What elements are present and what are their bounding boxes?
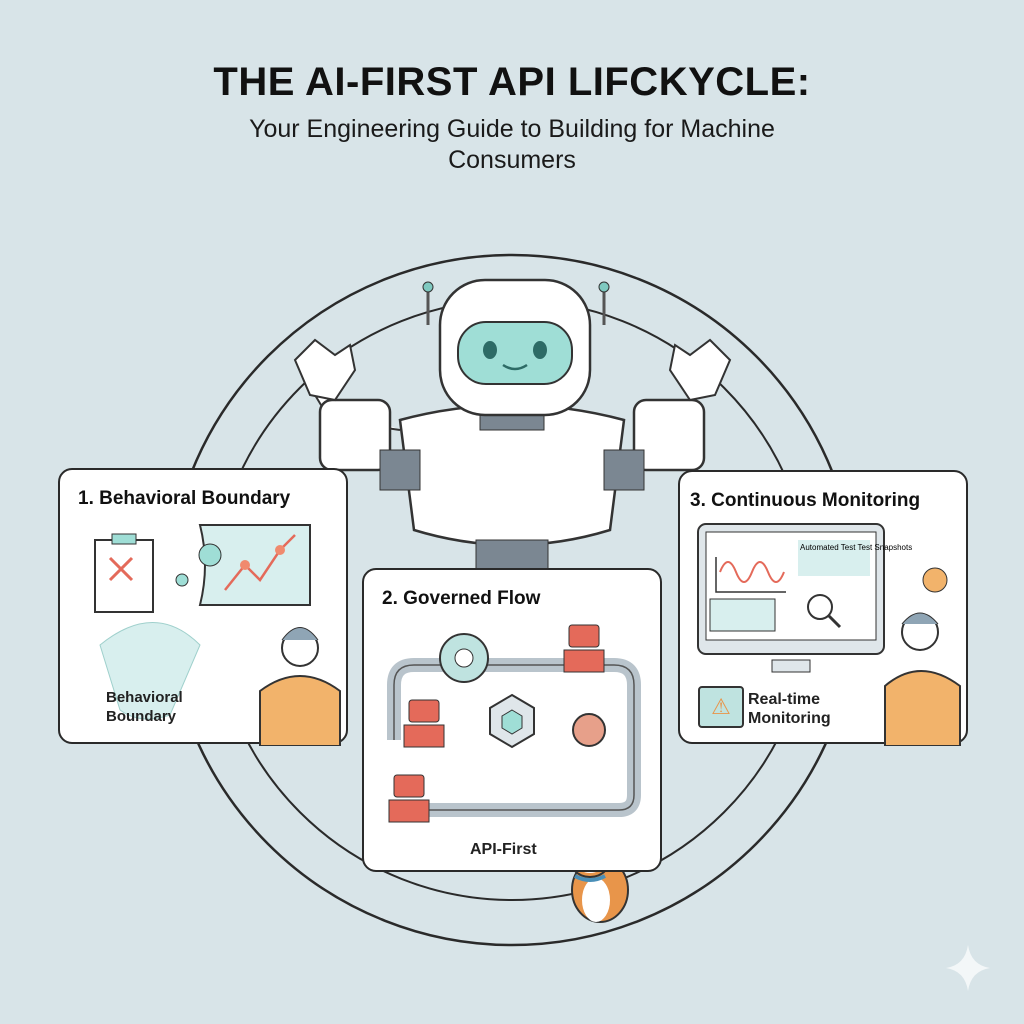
card-heading: 2. Governed Flow [382, 588, 541, 609]
boundary-illustration [94, 524, 341, 746]
card-continuous-monitoring: Automated Test Test Snapshots ⚠ 3. Conti… [678, 470, 968, 746]
robot-illustration [293, 278, 732, 571]
card-governed-flow: 2. Governed Flow API-First [362, 568, 662, 872]
card-heading: 3. Continuous Monitoring [690, 490, 921, 511]
card-label: API-First [470, 841, 537, 858]
card-heading: 1. Behavioral Boundary [78, 488, 291, 509]
warning-icon: ⚠ [698, 686, 744, 728]
screen-text: Automated Test Test Snapshots [800, 543, 912, 552]
sparkle-icon [946, 945, 990, 991]
card-behavioral-boundary: 1. Behavioral Boundary Behavioral Bounda… [58, 468, 348, 746]
page-subtitle: Your Engineering Guide to Building for M… [249, 115, 775, 174]
pipeline-illustration [387, 624, 641, 823]
page-title: THE AI-FIRST API LIFCKYCLE: [213, 60, 811, 104]
monitor-illustration: Automated Test Test Snapshots [697, 523, 961, 746]
card-label: Behavioral Boundary [106, 689, 183, 725]
card-label: Real-time Monitoring [748, 691, 831, 727]
